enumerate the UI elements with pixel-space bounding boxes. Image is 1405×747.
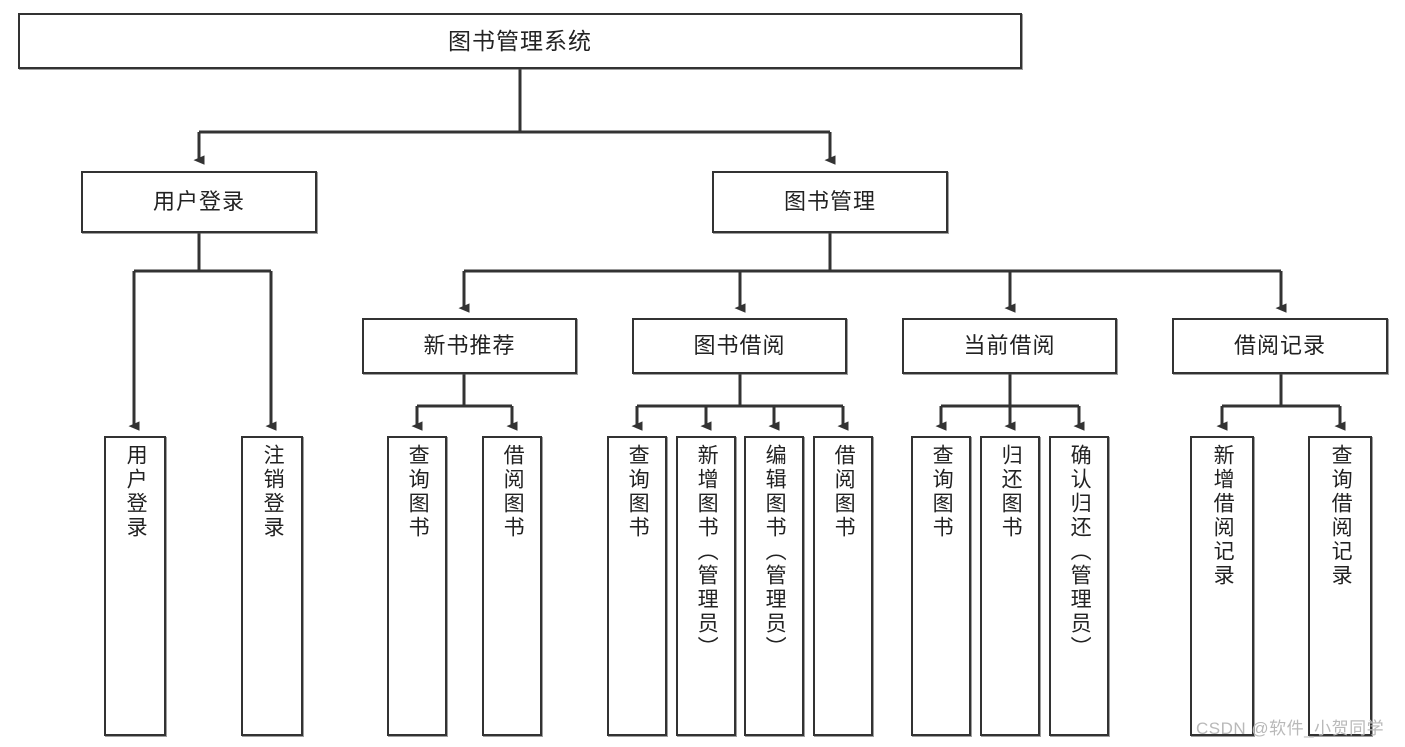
- node-user-login-label: 用户登录: [152, 189, 245, 215]
- node-current-borrow-label: 当前借阅: [963, 333, 1056, 359]
- node-leaf-logout[interactable]: 注销登录: [241, 436, 303, 736]
- node-leaf-add-borrow-record[interactable]: 新增借阅记录: [1190, 436, 1254, 736]
- watermark-text: CSDN @软件_小贺同学: [1196, 719, 1385, 738]
- node-leaf-edit-book-label: 编辑图书（管理员）: [763, 444, 787, 660]
- node-leaf-edit-book[interactable]: 编辑图书（管理员）: [744, 436, 804, 736]
- node-leaf-borrow-book-recommend-label: 借阅图书: [501, 444, 525, 540]
- node-leaf-query-book-current-label: 查询图书: [930, 444, 954, 540]
- node-leaf-logout-label: 注销登录: [261, 444, 285, 540]
- node-leaf-query-borrow-record[interactable]: 查询借阅记录: [1308, 436, 1372, 736]
- node-leaf-query-borrow-record-label: 查询借阅记录: [1329, 444, 1353, 588]
- node-root-label: 图书管理系统: [448, 27, 592, 54]
- node-user-login[interactable]: 用户登录: [81, 171, 317, 233]
- node-leaf-user-login[interactable]: 用户登录: [104, 436, 166, 736]
- node-leaf-query-book-borrow-label: 查询图书: [626, 444, 650, 540]
- node-leaf-query-book-current[interactable]: 查询图书: [911, 436, 971, 736]
- node-leaf-add-book-label: 新增图书（管理员）: [695, 444, 719, 660]
- node-book-borrow-label: 图书借阅: [693, 333, 786, 359]
- node-new-book-recommend[interactable]: 新书推荐: [362, 318, 577, 374]
- node-book-management[interactable]: 图书管理: [712, 171, 948, 233]
- node-leaf-return-book[interactable]: 归还图书: [980, 436, 1040, 736]
- node-leaf-add-borrow-record-label: 新增借阅记录: [1211, 444, 1235, 588]
- node-current-borrow[interactable]: 当前借阅: [902, 318, 1117, 374]
- node-borrow-record[interactable]: 借阅记录: [1172, 318, 1388, 374]
- node-leaf-lend-book[interactable]: 借阅图书: [813, 436, 873, 736]
- node-book-management-label: 图书管理: [783, 189, 876, 215]
- node-leaf-query-book-borrow[interactable]: 查询图书: [607, 436, 667, 736]
- node-leaf-confirm-return[interactable]: 确认归还（管理员）: [1049, 436, 1109, 736]
- node-leaf-add-book[interactable]: 新增图书（管理员）: [676, 436, 736, 736]
- node-book-borrow[interactable]: 图书借阅: [632, 318, 847, 374]
- node-leaf-user-login-label: 用户登录: [124, 444, 148, 540]
- node-leaf-return-book-label: 归还图书: [999, 444, 1023, 540]
- node-leaf-borrow-book-recommend[interactable]: 借阅图书: [482, 436, 542, 736]
- node-leaf-confirm-return-label: 确认归还（管理员）: [1068, 444, 1092, 660]
- node-leaf-query-book-recommend-label: 查询图书: [406, 444, 430, 540]
- node-root[interactable]: 图书管理系统: [18, 13, 1022, 69]
- node-leaf-query-book-recommend[interactable]: 查询图书: [387, 436, 447, 736]
- node-new-book-recommend-label: 新书推荐: [423, 333, 516, 359]
- node-leaf-lend-book-label: 借阅图书: [832, 444, 856, 540]
- node-borrow-record-label: 借阅记录: [1233, 333, 1326, 359]
